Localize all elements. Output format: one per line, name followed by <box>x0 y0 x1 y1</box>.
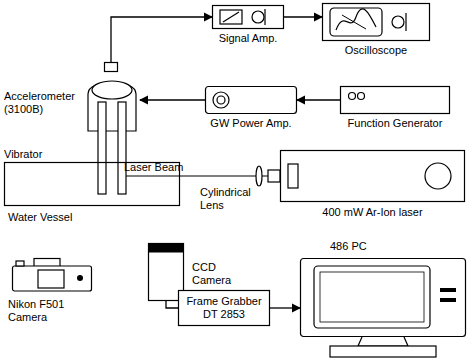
signal-connector <box>270 307 300 308</box>
frame-grabber-box: Frame Grabber DT 2853 <box>178 290 270 326</box>
accelerometer: Accelerometer (3100B) <box>104 62 118 72</box>
node-label: GW Power Amp. <box>195 117 307 130</box>
node-label: Water Vessel <box>8 211 128 224</box>
vibrator-housing-outline <box>84 72 140 132</box>
node-label: 400 mW Ar-Ion laser <box>280 206 465 219</box>
accelerometer-outline <box>104 62 118 72</box>
node-label: Frame Grabber DT 2853 <box>184 295 264 320</box>
node-label: Signal Amp. <box>207 32 289 45</box>
node-label: Oscilloscope <box>322 44 430 57</box>
amplifier-box: Signal Amp. <box>212 5 284 29</box>
signal-connector <box>284 16 322 17</box>
power-amp-box: GW Power Amp. <box>205 86 297 114</box>
vibrator-housing: Vibrator <box>84 72 140 132</box>
laser-beam <box>120 175 268 176</box>
part-label: Laser Beam <box>124 161 194 174</box>
signal-connector <box>166 301 178 308</box>
computer-outline <box>300 258 466 358</box>
signal-connector <box>111 17 212 62</box>
node-label: 486 PC <box>330 240 400 253</box>
oscilloscope-box-outline <box>322 3 430 41</box>
laser-box: 400 mW Ar-Ion laser <box>280 150 465 202</box>
node-label: Vibrator <box>4 148 64 161</box>
node-label: Function Generator <box>335 117 455 130</box>
node-label: CCD Camera <box>192 261 244 286</box>
amplifier-box-outline <box>212 5 284 29</box>
laser-box-outline <box>280 150 465 202</box>
node-label: Accelerometer (3100B) <box>4 90 88 115</box>
photo-camera-outline <box>12 258 92 292</box>
cylindrical-lens <box>256 166 262 186</box>
node-label: Nikon F501 Camera <box>8 298 74 323</box>
function-generator-box: Function Generator <box>340 86 450 114</box>
computer: 486 PC <box>300 258 466 358</box>
function-generator-box-outline <box>340 86 450 114</box>
photo-camera: Nikon F501 Camera <box>12 258 92 292</box>
signal-connector <box>140 99 205 100</box>
signal-connector <box>297 99 340 100</box>
power-amp-box-outline <box>205 86 297 114</box>
oscilloscope-box: Oscilloscope <box>322 3 430 41</box>
part-label: Cylindrical Lens <box>200 186 256 211</box>
